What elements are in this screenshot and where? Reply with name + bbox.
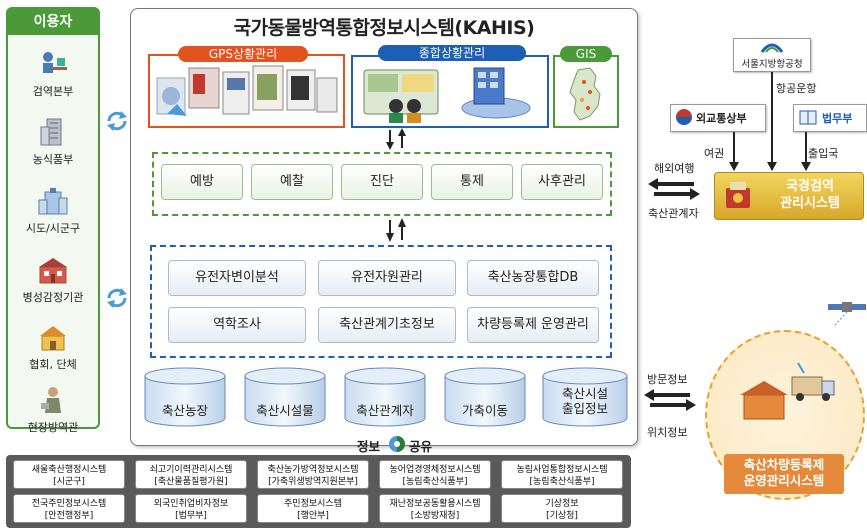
database-cylinder (444, 367, 526, 427)
satellite-icon (828, 302, 866, 327)
sync-icon (107, 111, 127, 131)
module-prevention[interactable]: 예방 (161, 164, 243, 200)
ext-system[interactable]: 외국인취업비자정보[법무부] (135, 494, 247, 523)
module-post-management[interactable]: 사후관리 (521, 164, 603, 200)
module-epidemiology[interactable]: 역학조사 (168, 307, 306, 343)
moj-label: 법무부 (822, 112, 853, 125)
vehicle-system-box[interactable] (724, 454, 844, 494)
building-icon (40, 118, 62, 146)
user-item-label: 현장방역관 (27, 421, 79, 434)
korea-map-icon (569, 67, 601, 121)
module-control[interactable]: 통제 (431, 164, 513, 200)
user-item-qia[interactable]: 검역본부 (8, 49, 98, 99)
lab-building-icon (39, 258, 67, 284)
immigration-label: 출입국 (808, 147, 839, 160)
module-basic-info[interactable]: 축산관계기초정보 (318, 307, 456, 343)
quarantine-system-icon (726, 182, 750, 208)
airport-authority-label: 서울지방항공청 (741, 59, 803, 70)
ext-system[interactable]: 전국주민정보시스템[안전행정부] (13, 494, 125, 523)
integrated-screens-illustration (363, 67, 531, 123)
ext-system[interactable]: 주민정보시스템[행안부] (257, 494, 369, 523)
location-info-label: 위치정보 (647, 426, 688, 439)
air-operation-label: 항공운항 (776, 82, 817, 95)
user-panel-title: 이용자 (8, 9, 98, 35)
user-item-association[interactable]: 협회, 단체 (8, 322, 98, 372)
user-item-label: 농식품부 (32, 153, 74, 166)
user-item-label: 검역본부 (32, 85, 74, 98)
tab-gis[interactable]: GIS (560, 46, 612, 62)
gps-screens-illustration (156, 65, 338, 116)
database-cylinder (244, 367, 326, 427)
moj-logo-icon (799, 110, 817, 125)
db-facility-label: 축산시설물 (256, 403, 314, 418)
module-genetic-resources[interactable]: 유전자원관리 (318, 260, 456, 296)
db-movement-label: 가축이동 (461, 403, 508, 418)
user-item-field-officer[interactable]: 현장방역관 (8, 385, 98, 435)
db-access-label: 축산시설 출입정보 (561, 386, 608, 416)
database-cylinder (144, 367, 226, 427)
module-surveillance[interactable]: 예찰 (251, 164, 333, 200)
mofa-label: 외교통상부 (696, 112, 747, 125)
user-panel: 이용자 검역본부 농식품부 시도/시군구 병성감정기관 (6, 7, 100, 434)
bidirectional-arrow-icon (644, 389, 696, 411)
page-title: 국가동물방역통합정보시스템(KAHIS) (233, 17, 535, 39)
user-item-label: 병성감정기관 (22, 291, 84, 304)
data-management-frame (150, 245, 612, 358)
tab-integrated[interactable]: 종합상황관리 (378, 45, 526, 61)
database-cylinder (542, 367, 628, 427)
database-row (144, 367, 628, 427)
module-diagnosis[interactable]: 진단 (341, 164, 423, 200)
disease-workflow-frame (152, 152, 612, 216)
sync-icon (107, 288, 127, 308)
house-icon (40, 326, 66, 351)
module-farm-db[interactable]: 축산농장통합DB (467, 260, 599, 296)
tab-gps[interactable]: GPS상황관리 (178, 46, 308, 62)
bidirectional-arrow-icon (648, 178, 700, 200)
user-item-diagnosis-lab[interactable]: 병성감정기관 (8, 255, 98, 305)
module-gene-mutation[interactable]: 유전자변이분석 (168, 260, 306, 296)
field-officer-icon (41, 387, 61, 413)
share-label-left: 정보 (357, 439, 381, 454)
ext-system[interactable]: 재난정보공동활용시스템[소방방재청] (379, 494, 491, 523)
vehicle-system-label: 축산차량등록제 운영관리시스템 (743, 457, 825, 488)
ext-system[interactable]: 축산농가방역정보시스템[가축위생방역지원본부] (257, 460, 369, 489)
user-item-local-gov[interactable]: 시도/시군구 (8, 186, 98, 236)
bidirectional-arrow-icon (386, 218, 406, 242)
db-stakeholder-label: 축산관계자 (356, 403, 414, 418)
livestock-person-label: 축산관계자 (648, 207, 699, 220)
share-icon (389, 436, 405, 452)
user-item-mafra[interactable]: 농식품부 (8, 117, 98, 167)
connector-lines (729, 72, 811, 171)
border-quarantine-label: 국경검역 관리시스템 (780, 179, 840, 211)
ext-system[interactable]: 농림사업통합정보시스템[농림축산식품부] (501, 460, 623, 489)
visit-info-label: 방문정보 (647, 373, 688, 386)
database-cylinder (344, 367, 426, 427)
mofa-logo-icon (676, 109, 692, 125)
passport-label: 여권 (704, 147, 725, 160)
user-item-label: 협회, 단체 (29, 358, 77, 371)
ext-system[interactable]: 기상정보[기상청] (501, 494, 623, 523)
bidirectional-arrow-icon (386, 128, 406, 150)
overseas-travel-label: 해외여행 (654, 162, 695, 175)
ext-system[interactable]: 새울축산행정시스템[시군구] (13, 460, 125, 489)
officer-desk-icon (43, 52, 67, 73)
ext-system[interactable]: 쇠고기이력관리시스템[축산물품질평가원] (135, 460, 247, 489)
user-item-label: 시도/시군구 (25, 222, 81, 235)
ext-system[interactable]: 농어업경영체정보시스템[농림축산식품부] (379, 460, 491, 489)
farm-truck-illustration (740, 362, 835, 420)
module-vehicle-registration[interactable]: 차량등록제 운영관리 (467, 307, 599, 343)
airport-logo-icon (760, 43, 784, 53)
share-label-right: 공유 (409, 439, 433, 454)
db-farm-label: 축산농장 (161, 403, 208, 418)
city-hall-icon (38, 188, 68, 215)
